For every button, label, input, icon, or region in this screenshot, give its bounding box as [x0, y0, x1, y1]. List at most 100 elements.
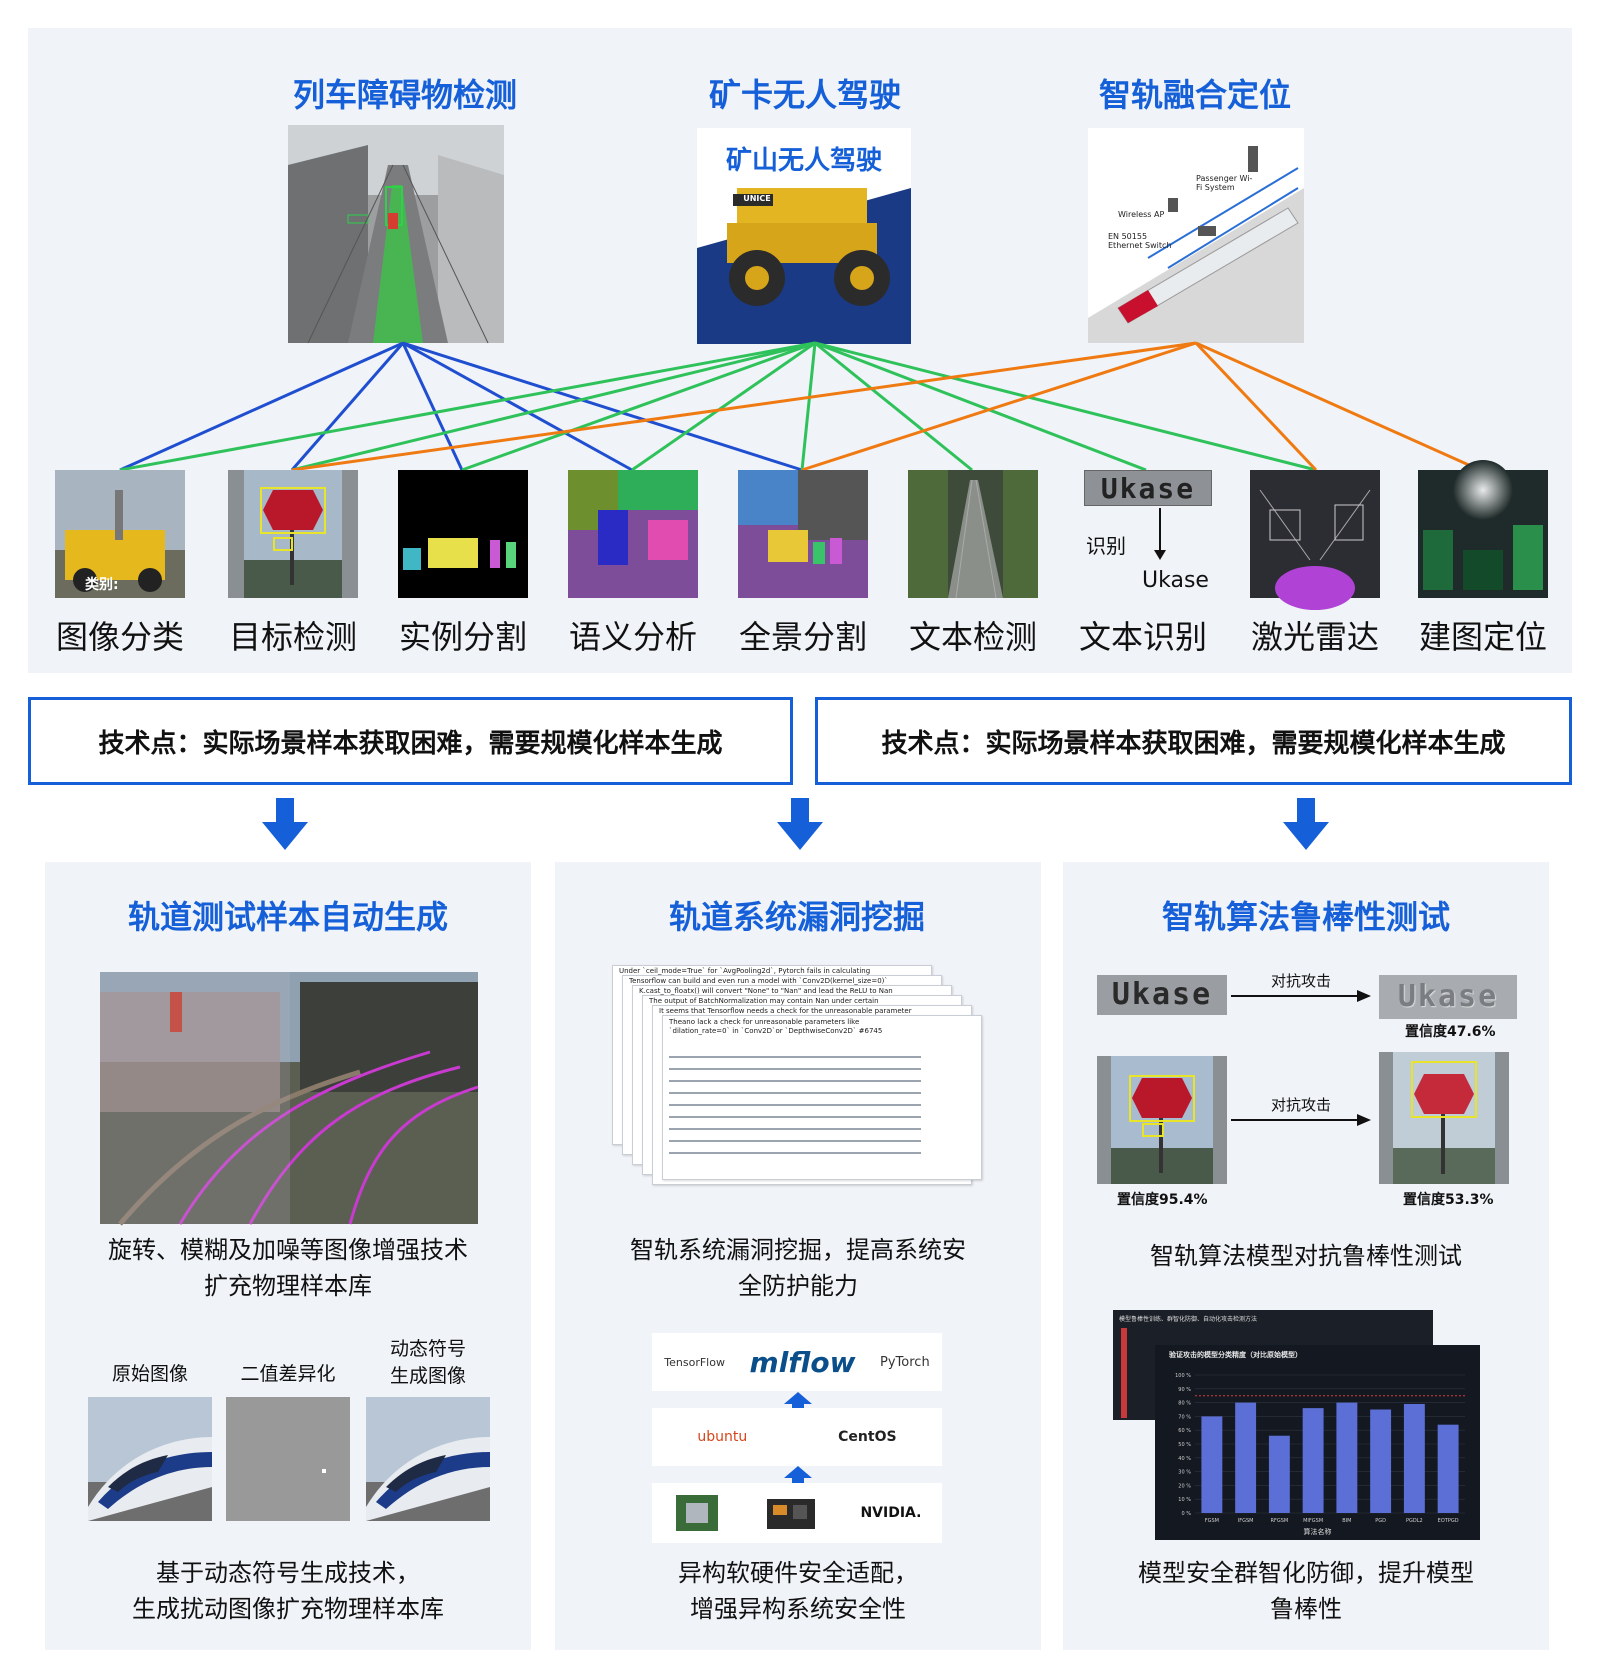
- ethernet-switch-label: EN 50155 Ethernet Switch: [1108, 232, 1172, 250]
- task-label-lidar: 激光雷达: [1250, 618, 1379, 656]
- chart-bar: [1336, 1402, 1358, 1513]
- chart-back-title: 模型鲁棒性训练、群智化防御、自动化攻击检测方法: [1119, 1316, 1258, 1323]
- chart-x-tick-label: EOTPGD: [1438, 1518, 1459, 1524]
- column-title-vulnerability-mining: 轨道系统漏洞挖掘: [668, 898, 926, 936]
- task-image-panoptic-segmentation: [738, 470, 868, 598]
- issue-title: Theano lack a check for unreasonable par…: [669, 1018, 883, 1035]
- robustness-bar-chart: 0 %10 %20 %30 %40 %50 %60 %70 %80 %90 %1…: [1175, 1373, 1465, 1524]
- caption-line: 增强异构系统安全性: [690, 1595, 906, 1623]
- chart-x-tick-label: MIFGSM: [1303, 1518, 1323, 1524]
- rail-obstacle-image: [288, 125, 504, 344]
- chart-x-tick-label: RFGSM: [1271, 1518, 1289, 1524]
- caption-line: 全防护能力: [738, 1272, 858, 1300]
- attack-label-text: 对抗攻击: [1270, 972, 1331, 990]
- chart-bar: [1235, 1402, 1257, 1513]
- chart-y-tick-label: 40 %: [1178, 1456, 1191, 1462]
- truck-brand-label: UNICE: [743, 194, 771, 203]
- sample-generation-caption-1: 旋转、模糊及加噪等图像增强技术 扩充物理样本库: [55, 1232, 521, 1304]
- column-title-sample-generation: 轨道测试样本自动生成: [127, 898, 449, 936]
- chart-y-tick-label: 10 %: [1178, 1497, 1191, 1503]
- caption-line: 生成扰动图像扩充物理样本库: [132, 1595, 444, 1623]
- binary-difference-image: [226, 1397, 350, 1521]
- issue-title: K.cast_to_floatx() will convert "None" t…: [639, 987, 893, 995]
- down-arrow-icon: [262, 798, 308, 850]
- mine-truck-caption: 矿山无人驾驶: [725, 146, 882, 176]
- recognition-arrow-label: 识别: [1086, 534, 1126, 558]
- chart-bar: [1201, 1416, 1223, 1513]
- binary-difference-label: 二值差异化: [240, 1363, 336, 1385]
- ubuntu-logo: ubuntu: [697, 1429, 748, 1445]
- chart-y-tick-label: 100 %: [1175, 1373, 1191, 1379]
- task-image-classification: 类别:: [55, 470, 185, 598]
- task-label-text-detection: 文本检测: [908, 618, 1037, 656]
- up-arrow-icon: [784, 1392, 812, 1414]
- task-label-panoptic-segmentation: 全景分割: [738, 618, 867, 656]
- chart-bar: [1302, 1408, 1324, 1513]
- task-image-text-recognition: Ukase 识别 Ukase: [1080, 470, 1220, 598]
- mlflow-logo: mlflow: [749, 1345, 856, 1379]
- task-label-detection: 目标检测: [228, 618, 357, 656]
- pytorch-logo: PyTorch: [880, 1354, 930, 1370]
- caption-line: 鲁棒性: [1270, 1595, 1342, 1623]
- original-image-label: 原始图像: [111, 1363, 188, 1385]
- symbolic-generated-label: 动态符号 生成图像: [389, 1338, 466, 1387]
- recognition-arrow-icon: [1154, 508, 1166, 560]
- attacked-text-image: Ukase: [1379, 975, 1517, 1019]
- vulnerability-issue-stack: Under `ceil_mode=True` for `AvgPooling2d…: [612, 965, 982, 1185]
- image-confidence-after: 置信度53.3%: [1403, 1192, 1494, 1208]
- recognition-result-word: Ukase: [1142, 568, 1209, 593]
- chart-x-tick-label: FGSM: [1205, 1518, 1219, 1524]
- chart-y-tick-label: 0 %: [1181, 1511, 1191, 1517]
- attacked-stop-sign-image: [1379, 1052, 1509, 1184]
- caption-line: 基于动态符号生成技术，: [156, 1559, 420, 1587]
- wifi-system-label: Passenger Wi-Fi System: [1196, 174, 1253, 192]
- chart-bar: [1437, 1424, 1459, 1513]
- task-image-instance-segmentation: [398, 470, 528, 598]
- issue-title: Under `ceil_mode=True` for `AvgPooling2d…: [619, 967, 871, 975]
- task-label-mapping: 建图定位: [1418, 618, 1547, 656]
- caption-line: 扩充物理样本库: [204, 1272, 372, 1300]
- chart-y-tick-label: 60 %: [1178, 1428, 1191, 1434]
- tech-point-text: 技术点：实际场景样本获取困难，需要规模化样本生成: [98, 728, 723, 759]
- cpu-chip-icon: [676, 1495, 719, 1531]
- original-text-word: Ukase: [1111, 977, 1213, 1012]
- chart-front-title: 验证攻击的模型分类精度（对比原始模型）: [1169, 1351, 1302, 1359]
- robustness-caption-1: 智轨算法模型对抗鲁棒性测试: [1150, 1242, 1462, 1270]
- hardware-stack-row: NVIDIA.: [652, 1483, 942, 1543]
- task-image-mapping: [1418, 460, 1548, 598]
- mine-truck-image: 矿山无人驾驶 UNICE: [697, 128, 911, 344]
- task-image-text-detection: [908, 470, 1038, 599]
- attack-label-image: 对抗攻击: [1270, 1096, 1331, 1114]
- sample-generation-caption-2: 基于动态符号生成技术， 生成扰动图像扩充物理样本库: [55, 1555, 521, 1627]
- vulnerability-caption-1: 智轨系统漏洞挖掘，提高系统安 全防护能力: [565, 1232, 1031, 1304]
- original-text-image: Ukase: [1097, 975, 1227, 1015]
- chart-bar: [1268, 1435, 1290, 1513]
- chart-y-tick-label: 20 %: [1178, 1483, 1191, 1489]
- symbolic-generated-train-image: [366, 1397, 490, 1521]
- chart-x-axis-title: 算法名称: [1303, 1528, 1332, 1536]
- robustness-chart-front: 验证攻击的模型分类精度（对比原始模型） 0 %10 %20 %30 %40 %5…: [1155, 1345, 1480, 1540]
- chart-y-tick-label: 90 %: [1178, 1387, 1191, 1393]
- task-image-semantic-segmentation: [568, 470, 698, 598]
- chart-bar: [1403, 1403, 1425, 1513]
- chart-x-tick-label: BIM: [1342, 1518, 1351, 1524]
- caption-line: 异构软硬件安全适配，: [678, 1559, 918, 1587]
- os-stack-row: ubuntu CentOS: [652, 1408, 942, 1466]
- scenario-title-obstacle-detection: 列车障碍物检测: [292, 76, 518, 114]
- tech-point-box-right: 技术点：实际场景样本获取困难，需要规模化样本生成: [815, 697, 1572, 785]
- issue-title: It seems that Tensorflow needs a check f…: [659, 1007, 912, 1015]
- image-confidence-before: 置信度95.4%: [1117, 1192, 1208, 1208]
- chart-x-tick-label: IFGSM: [1238, 1518, 1254, 1524]
- attack-arrow-icon: [1231, 990, 1371, 1002]
- issue-title: The output of BatchNormalization may con…: [649, 997, 879, 1005]
- tech-point-box-left: 技术点：实际场景样本获取困难，需要规模化样本生成: [28, 697, 793, 785]
- board-icon: [767, 1499, 816, 1529]
- chart-x-tick-label: PGDL2: [1406, 1518, 1423, 1524]
- caption-line: 旋转、模糊及加噪等图像增强技术: [108, 1236, 468, 1264]
- attacked-text-word: Ukase: [1397, 979, 1499, 1014]
- caption-line: 模型安全群智化防御，提升模型: [1138, 1559, 1474, 1587]
- original-train-image: [88, 1397, 212, 1521]
- down-arrow-icon: [777, 798, 823, 850]
- original-stop-sign-image: [1097, 1056, 1227, 1184]
- chart-y-tick-label: 70 %: [1178, 1414, 1191, 1420]
